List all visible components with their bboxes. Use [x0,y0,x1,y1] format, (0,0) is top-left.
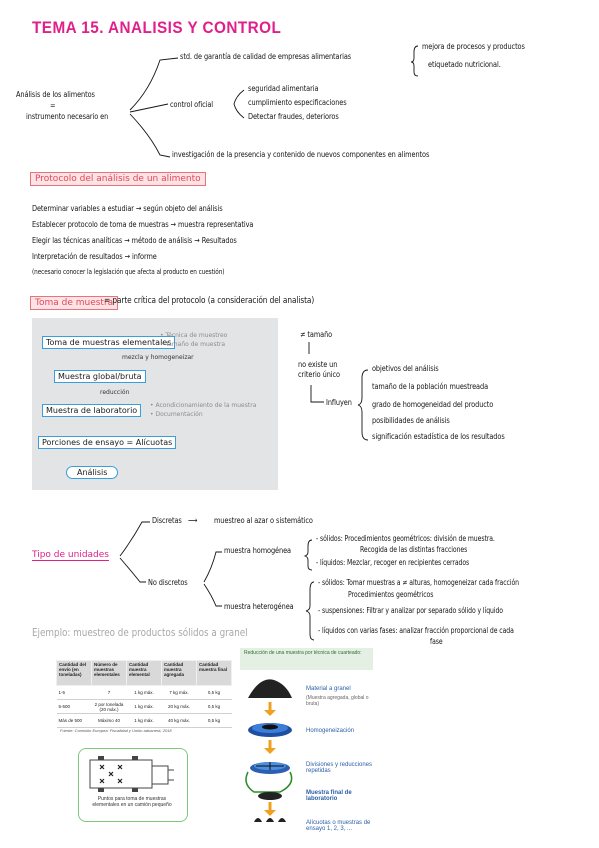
protocolo-header: Protocolo del análisis de un alimento [30,172,206,186]
toma-noestable: no existe un [298,360,338,369]
unidades-discretas: Discretas [152,516,182,525]
protocolo-item: Interpretación de resultados → informe [32,252,157,261]
table-cell: Máximo 40 [91,713,127,728]
flow-mix-label: mezcla y homogeneizar [122,354,194,361]
reduction-step: Divisiones y reducciones repetidas [306,762,373,774]
toma-factor: tamaño de la población muestreada [372,382,489,391]
intro-branch1: std. de garantía de calidad de empresas … [180,52,352,61]
homog-item: - sólidos: Procedimientos geométricos: d… [316,534,495,543]
table-cell: 40 kg máx. [161,713,197,728]
flow-box-global: Muestra global/bruta [54,370,146,383]
toma-influyen: Influyen [326,398,352,407]
flow-note: • Técnica de muestreo [160,332,228,339]
table-header: Número de muestras elementales [91,660,127,686]
intro-branch2-item: Detectar fraudes, deterioros [248,112,339,121]
protocolo-note: (necesario conocer la legislación que af… [32,268,225,276]
flow-box-elementales: Toma de muestras elementales [42,336,176,349]
truck-caption: Puntos para toma de muestras elementales… [92,796,172,808]
table-cell: 1 kg máx. [126,699,162,714]
table-cell: 2 por tonelada (20 máx.) [91,699,127,714]
flow-note: • Documentación [150,411,203,418]
homog-item: - líquidos: Mezclar, recoger en recipien… [316,558,470,567]
reduction-step: Alícuotas o muestras de ensayo 1, 2, 3, … [306,820,371,832]
unidades-discretas-out: muestreo al azar o sistemático [214,516,313,525]
table-header: Cantidad muestra elemental [126,660,162,686]
intro-branch1-note: mejora de procesos y productos [422,42,525,51]
toma-noestable: criterio único [298,370,340,379]
reduction-step: Material a granel [306,686,351,692]
flow-reduc-label: reducción [100,389,130,396]
table-source: Fuente: Comisión Europea. Fiscalidad y U… [60,728,172,733]
table-cell: 7 kg máx. [161,685,197,700]
table-header: Cantidad muestra agregada [161,660,197,686]
toma-def: = parte crítica del protocolo (a conside… [104,296,315,306]
table-cell: 1-5 [56,685,92,700]
unidades-header: Tipo de unidades [32,550,109,561]
toma-factor: objetivos del análisis [372,364,439,373]
table-header: Cantidad del envío (en toneladas) [56,660,92,686]
quartering-illustration [245,679,293,822]
unidades-nodiscretos: No discretos [148,578,188,587]
table-header: Cantidad muestra final [196,660,232,686]
unidades-discretas-arrow: ⟶ [188,516,198,525]
intro-branch2: control oficial [170,100,214,109]
heterog-item: - líquidos con varias fases: analizar fr… [318,626,514,635]
protocolo-item: Elegir las técnicas analíticas → método … [32,236,237,245]
reduction-step: Muestra final de laboratorio [306,790,352,802]
toma-factor: significación estadística de los resulta… [372,432,505,441]
table-cell: 7 [91,685,127,700]
unidades-heterogenea: muestra heterogénea [224,602,294,611]
table-cell: 1 kg máx. [126,685,162,700]
truck-icon [89,756,174,792]
ejemplo-header: Ejemplo: muestreo de productos sólidos a… [32,626,248,639]
heterog-item: - suspensiones: Filtrar y analizar por s… [318,606,503,615]
flow-note: • Acondicionamiento de la muestra [150,402,257,409]
intro-left-line1: Análisis de los alimentos [16,90,95,99]
table-cell: 0,5 kg [196,713,232,728]
table-cell: 0,5 kg [196,699,232,714]
toma-tamano: ≠ tamaño [300,330,333,339]
page-title: TEMA 15. ANALISIS Y CONTROL [32,18,282,37]
intro-branch1-note2: etiquetado nutricional. [428,60,501,69]
intro-left-line2: = [50,101,56,110]
flow-box-alicuotas: Porciones de ensayo = Alícuotas [38,436,177,449]
table-row: Más de 500 Máximo 40 1 kg máx. 40 kg máx… [56,713,232,728]
table-cell: 20 kg máx. [161,699,197,714]
heterog-item: - sólidos: Tomar muestras a ≠ alturas, h… [318,578,519,587]
heterog-item: fase [430,637,443,646]
toma-factor: grado de homogeneidad del producto [372,400,494,409]
sampling-table: Cantidad del envío (en toneladas) Número… [56,660,232,728]
toma-factor: posibilidades de análisis [372,416,450,425]
table-cell: Más de 500 [56,713,92,728]
intro-branch2-item: cumplimiento especificaciones [248,98,347,107]
intro-branch2-item: seguridad alimentaria [248,84,319,93]
table-cell: 1 kg máx. [126,713,162,728]
flow-box-analisis: Análisis [66,466,119,479]
reduction-title: Reducción de una muestra por técnica de … [240,648,373,670]
unidades-homogenea: muestra homogénea [224,546,291,555]
heterog-item: Procedimientos geométricos [348,590,434,599]
protocolo-item: Determinar variables a estudiar → según … [32,204,223,213]
table-row: 1-5 7 1 kg máx. 7 kg máx. 0,5 kg [56,685,232,700]
intro-branch3: investigación de la presencia y contenid… [172,150,430,159]
intro-left-line3: instrumento necesario en [26,112,109,121]
table-cell: 5-500 [56,699,92,714]
protocolo-item: Establecer protocolo de toma de muestras… [32,220,254,229]
homog-item: Recogida de las distintas fracciones [360,545,468,554]
toma-header: Toma de muestra [30,296,119,310]
reduction-step: Homogeneización [306,728,355,734]
table-cell: 0,5 kg [196,685,232,700]
flow-note: • Tamaño de muestra [160,341,226,348]
reduction-step-sub: (Muestra agregada, global o bruta) [306,695,369,707]
flow-box-laboratorio: Muestra de laboratorio [42,404,142,417]
table-row: 5-500 2 por tonelada (20 máx.) 1 kg máx.… [56,699,232,714]
